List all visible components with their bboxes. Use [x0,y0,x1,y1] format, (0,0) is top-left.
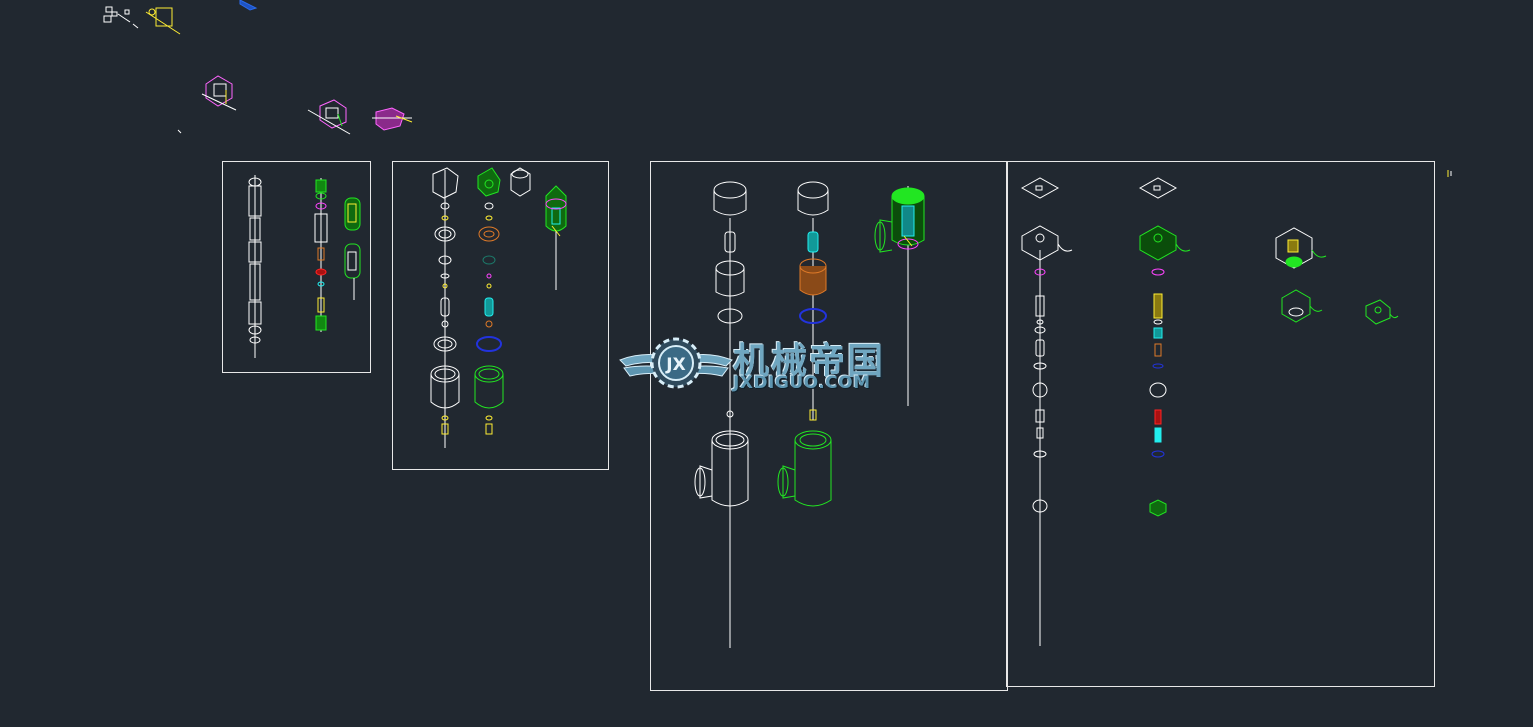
cap-nut-white[interactable] [510,167,531,197]
valve-body-green-small[interactable] [344,197,361,300]
drawing-frame-1 [222,161,371,373]
scattered-part-6[interactable] [372,107,413,131]
scattered-part-4[interactable] [201,75,237,111]
stem-assembly-colored[interactable] [314,178,328,332]
angle-valve-exploded-white[interactable] [694,181,749,648]
gear-wings-logo-icon: JX [619,337,733,389]
logo-letters: JX [665,355,685,375]
angle-valve-assembled[interactable] [874,186,925,406]
scattered-part-2[interactable] [145,7,181,35]
cad-mark-small [177,129,1452,177]
stem-assembly-white[interactable] [248,175,262,358]
scattered-part-5[interactable] [307,99,351,135]
cap-assembly-white[interactable] [430,167,460,448]
drawing-frame-4 [1006,161,1435,687]
coil-assembled-views[interactable] [1275,227,1399,325]
watermark-title-en: JXDIGUO.COM [733,373,871,393]
drawing-frame-2 [392,161,609,470]
scattered-part-3[interactable] [239,0,258,11]
cap-assembly-colored[interactable] [474,167,504,435]
watermark-logo: JX 机械帝国 JXDIGUO.COM [616,330,916,396]
scattered-part-1[interactable] [103,6,139,29]
cap-assembly-exploded-green[interactable] [545,185,567,290]
drawing-frame-3 [650,161,1008,691]
coil-assembly-colored[interactable] [1138,177,1191,517]
angle-valve-exploded-colored[interactable] [777,181,832,507]
watermark-title-cn: 机械帝国 [733,341,886,382]
coil-assembly-white[interactable] [1020,177,1073,646]
